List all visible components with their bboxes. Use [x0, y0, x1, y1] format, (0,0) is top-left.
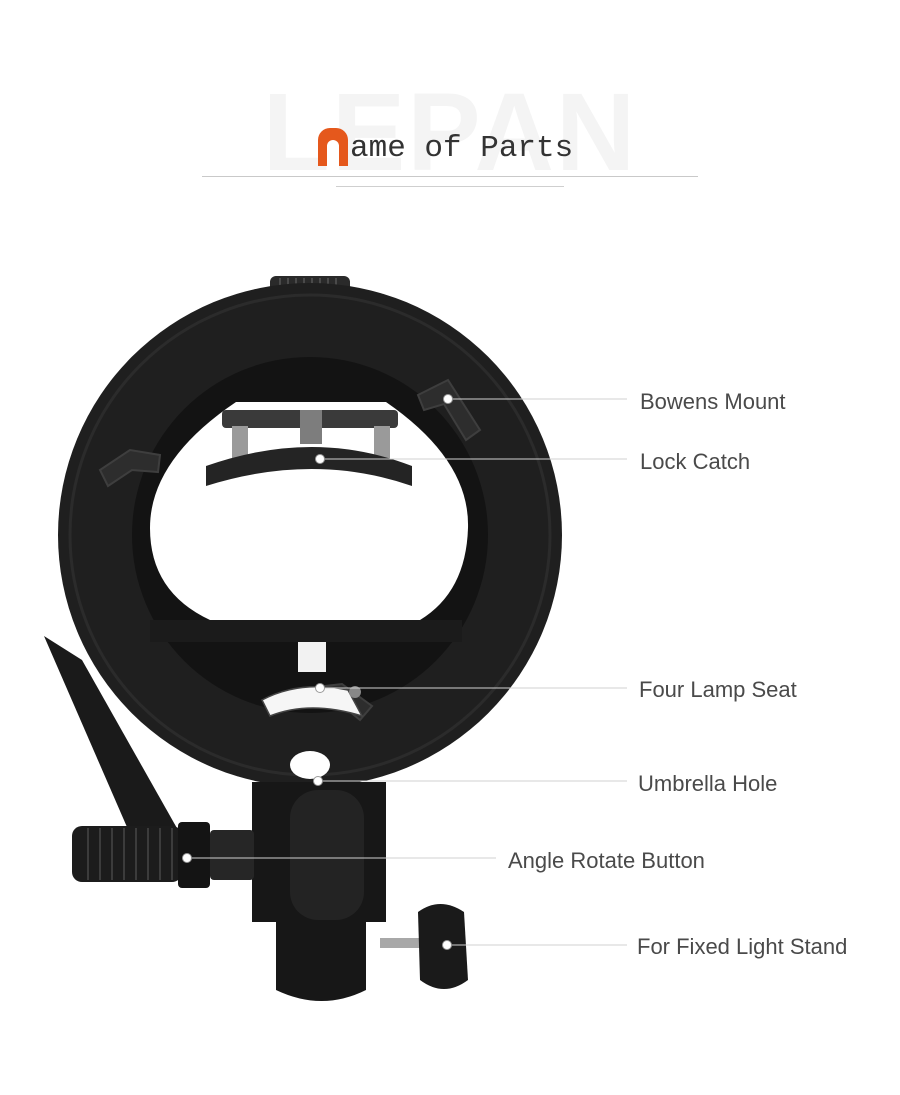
handle-wedge — [44, 636, 178, 834]
lamp-seat-square — [298, 642, 326, 672]
callout-four-lamp-seat: Four Lamp Seat — [639, 677, 797, 702]
leader-dots — [182, 394, 453, 950]
angle-rotate-knob — [72, 822, 254, 888]
title-underline — [336, 186, 564, 187]
callout-fixed-light-stand: For Fixed Light Stand — [637, 934, 848, 959]
title-divider — [202, 176, 698, 177]
callout-lock-catch: Lock Catch — [640, 449, 751, 474]
fixed-stand-knob — [380, 904, 468, 989]
callout-angle-rotate-button: Angle Rotate Button — [508, 848, 705, 873]
umbrella-hole-part — [290, 751, 330, 779]
title-initial-letter: N — [318, 128, 348, 166]
lock-catch-part — [206, 410, 412, 486]
title-text: ame of Parts — [350, 131, 574, 166]
leader-lines — [187, 398, 627, 946]
page-title: N ame of Parts — [318, 126, 573, 166]
four-lamp-seat-part — [261, 685, 364, 718]
callout-bowens-mount: Bowens Mount — [640, 389, 786, 414]
callout-umbrella-hole: Umbrella Hole — [638, 771, 778, 796]
